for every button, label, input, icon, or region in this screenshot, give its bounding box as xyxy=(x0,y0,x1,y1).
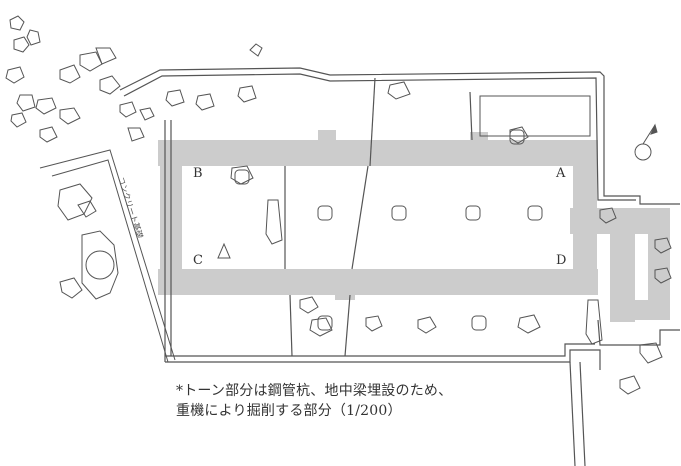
point-label-a: A xyxy=(555,166,566,181)
point-label-d: D xyxy=(556,253,566,268)
concrete-strip-label: コンクリート基礎 xyxy=(116,176,145,240)
concrete-strip xyxy=(39,149,176,363)
column-footings xyxy=(217,129,543,331)
stone-rubble xyxy=(5,15,672,395)
note-line-2: 重機により掘削する部分（1/200） xyxy=(176,403,402,419)
excavation-tone-area xyxy=(158,130,670,322)
note-line-1: *トーン部分は鋼管杭、地中梁埋設のため、 xyxy=(176,383,453,399)
point-label-b: B xyxy=(193,166,203,181)
north-arrow-icon xyxy=(634,123,658,161)
point-label-c: C xyxy=(193,253,203,268)
building-walls xyxy=(119,67,680,466)
